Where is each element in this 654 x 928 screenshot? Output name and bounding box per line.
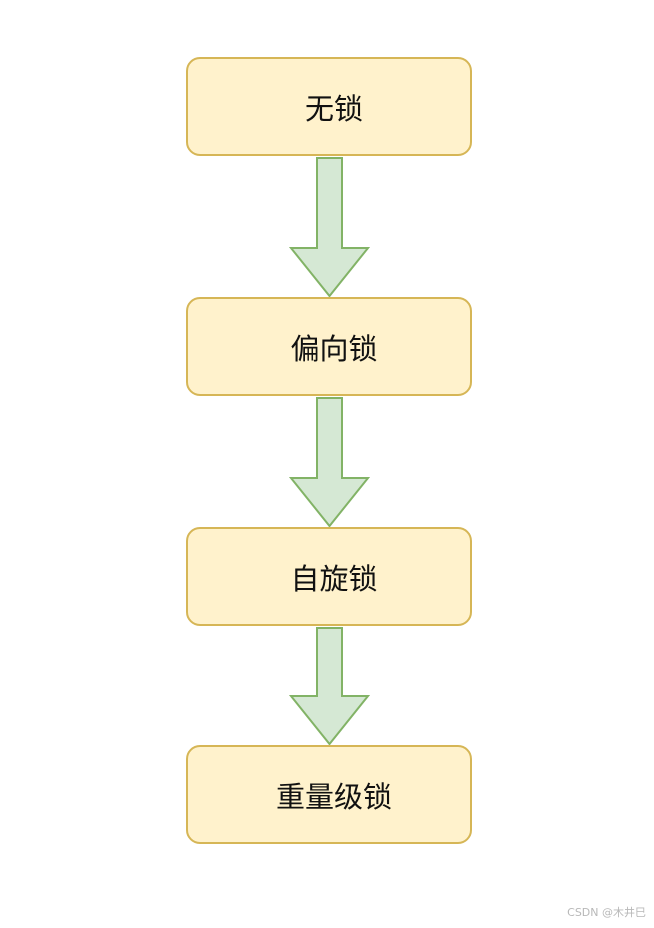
node-label: 偏向锁: [290, 331, 378, 366]
node-biased-lock: 偏向锁: [186, 297, 472, 396]
node-label: 自旋锁: [290, 561, 378, 596]
arrow-nolock-to-biased: [288, 157, 371, 298]
node-spin-lock: 自旋锁: [186, 527, 472, 626]
node-label: 重量级锁: [275, 779, 392, 814]
arrow-spin-to-heavyweight: [288, 627, 371, 746]
node-heavyweight-lock: 重量级锁: [186, 745, 472, 844]
node-no-lock: 无锁: [186, 57, 472, 156]
watermark: CSDN @木井巳: [567, 906, 646, 919]
node-label: 无锁: [304, 91, 363, 126]
arrow-biased-to-spin: [288, 397, 371, 528]
